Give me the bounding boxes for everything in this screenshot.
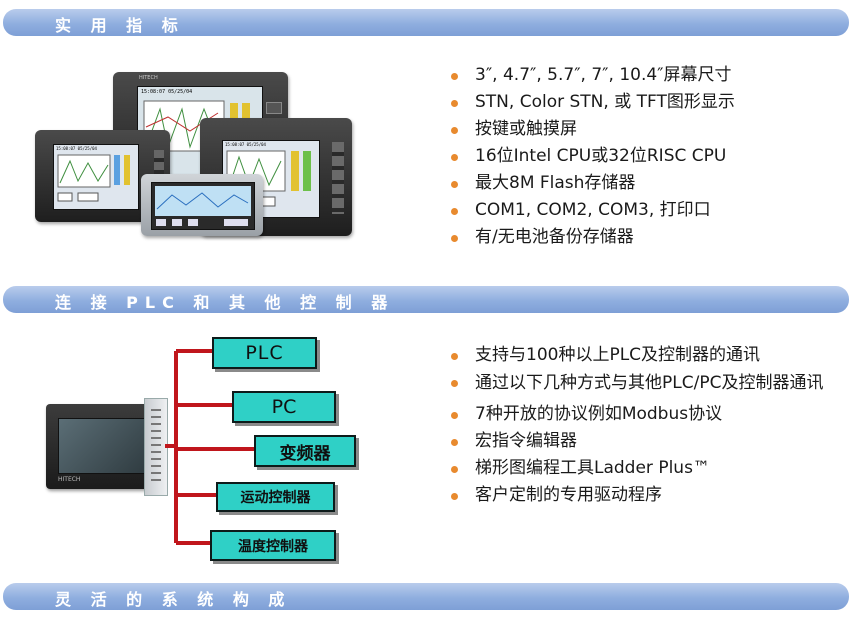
box-pc: PC [232, 391, 336, 423]
hmi-unit-front [141, 174, 263, 236]
brand-logo: HITECH [58, 476, 81, 483]
hmi-side-edge [144, 398, 168, 496]
list-item: 支持与100种以上PLC及控制器的通讯 [449, 342, 839, 369]
spec-list: 3″, 4.7″, 5.7″, 7″, 10.4″屏幕尺寸 STN, Color… [449, 62, 735, 251]
bullet-icon [451, 181, 458, 188]
list-item: 客户定制的专用驱动程序 [449, 482, 839, 509]
section-title: 实 用 指 标 [55, 16, 185, 35]
list-item: STN, Color STN, 或 TFT图形显示 [449, 89, 735, 116]
bullet-icon [451, 493, 458, 500]
list-item: 7种开放的协议例如Modbus协议 [449, 401, 839, 428]
hmi-side-image: HITECH [46, 404, 161, 489]
section-title: 灵 活 的 系 统 构 成 [55, 590, 292, 609]
bullet-icon [451, 154, 458, 161]
trend-graph [155, 186, 251, 226]
box-plc: PLC [212, 337, 317, 369]
list-item: 通过以下几种方式与其他PLC/PC及控制器通讯 [449, 369, 839, 398]
list-item: 有/无电池备份存储器 [449, 224, 735, 251]
section-bar-flexible: 灵 活 的 系 统 构 成 [3, 583, 849, 610]
screen-time: 15:08:07 05/25/04 [56, 146, 97, 151]
screen-time: 15:08:07 05/25/04 [225, 142, 266, 147]
feature-list: 支持与100种以上PLC及控制器的通讯 通过以下几种方式与其他PLC/PC及控制… [449, 342, 839, 509]
section-bar-practical: 实 用 指 标 [3, 9, 849, 36]
hmi-product-group-image: HITECH 15:08:07 05/25/04 15:08:07 05/25/… [35, 70, 355, 236]
list-item: 16位Intel CPU或32位RISC CPU [449, 143, 735, 170]
bullet-icon [451, 127, 458, 134]
section-title: 连 接 PLC 和 其 他 控 制 器 [55, 293, 395, 312]
bullet-icon [451, 353, 458, 360]
list-item: COM1, COM2, COM3, 打印口 [449, 197, 735, 224]
brand-logo: HITECH [139, 75, 158, 81]
trend-graph [57, 154, 130, 202]
screen-time: 15:08:07 05/25/04 [141, 89, 193, 95]
bullet-icon [451, 380, 458, 387]
box-temperature-controller: 温度控制器 [210, 530, 336, 561]
list-item: 按键或触摸屏 [449, 116, 735, 143]
bullet-icon [451, 73, 458, 80]
bullet-icon [451, 466, 458, 473]
section-bar-connect: 连 接 PLC 和 其 他 控 制 器 [3, 286, 849, 313]
bullet-icon [451, 235, 458, 242]
bullet-icon [451, 439, 458, 446]
bullet-icon [451, 100, 458, 107]
bullet-icon [451, 208, 458, 215]
box-motion-controller: 运动控制器 [216, 482, 335, 512]
bullet-icon [451, 412, 458, 419]
list-item: 3″, 4.7″, 5.7″, 7″, 10.4″屏幕尺寸 [449, 62, 735, 89]
list-item: 最大8M Flash存储器 [449, 170, 735, 197]
list-item: 梯形图编程工具Ladder Plus™ [449, 455, 839, 482]
list-item: 宏指令编辑器 [449, 428, 839, 455]
box-inverter: 变频器 [254, 435, 356, 467]
